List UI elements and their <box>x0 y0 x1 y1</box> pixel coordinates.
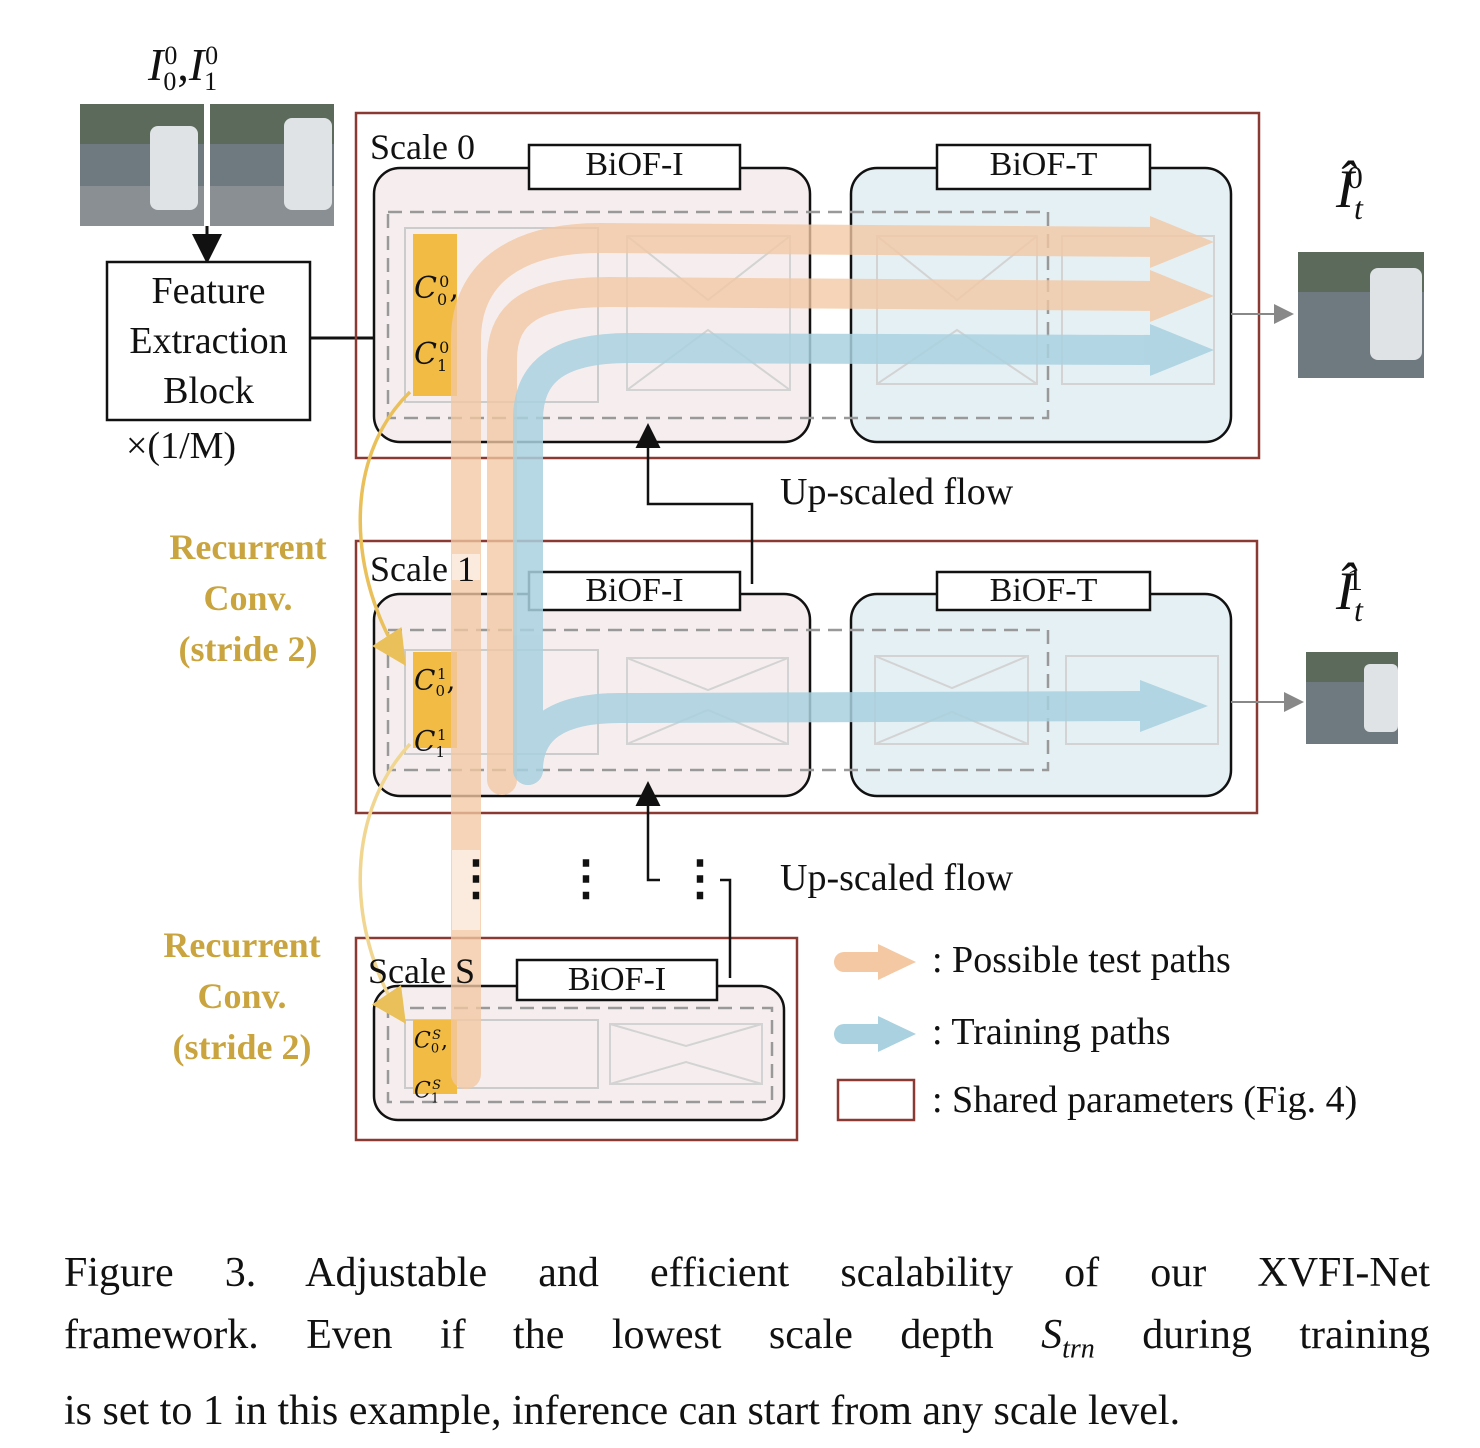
scaleS-biof-i-label: BiOF-I <box>567 961 667 998</box>
legend-training-paths: : Training paths <box>932 1011 1171 1053</box>
feature-extraction-block <box>105 260 312 422</box>
scale0-shared-box <box>354 111 1261 460</box>
output-label-1: Ît1 <box>1336 561 1363 628</box>
scale0-c-label: C00, C10 <box>414 271 459 375</box>
ellipsis-3: ⋮ <box>676 852 724 905</box>
scale1-biof-i-label: BiOF-I <box>585 572 684 609</box>
scaleS-title: Scale S <box>368 951 475 991</box>
training-paths <box>513 324 1214 785</box>
figure: I00,I10 Feature Extraction Block ×(1/M) … <box>80 39 1424 1142</box>
upscaled-flow-arrow-2 <box>648 786 732 978</box>
recurrent-arrow-1 <box>358 390 412 666</box>
recurrent-arrow-2 <box>358 742 412 1024</box>
scaleS-c-label: C0S, C1S <box>414 1028 449 1107</box>
upscaled-flow-label-1: Up-scaled flow <box>780 471 1014 513</box>
test-paths <box>451 216 1214 1089</box>
scaleS-features <box>413 1020 457 1094</box>
input-label: I00,I10 <box>148 39 219 97</box>
feature-extraction-label: Feature Extraction Block <box>129 270 288 412</box>
upscaled-flow-label-2: Up-scaled flow <box>780 857 1014 899</box>
legend <box>834 944 916 1122</box>
figure-caption: Figure 3. Adjustable and efficient scala… <box>64 1242 1430 1442</box>
output-frame-1 <box>1306 652 1398 744</box>
ellipsis-1: ⋮ <box>452 852 500 905</box>
caption-line-2: framework. Even if the lowest scale dept… <box>64 1312 1431 1365</box>
scale1-title: Scale 1 <box>370 549 475 589</box>
legend-test-paths: : Possible test paths <box>932 939 1231 981</box>
scale1-c-label: C01, C11 <box>414 663 456 761</box>
scale0-biof-t-label: BiOF-T <box>989 146 1098 183</box>
scale1-features <box>413 652 457 748</box>
output-frame-0 <box>1298 252 1424 378</box>
caption-line-1: Figure 3. Adjustable and efficient scala… <box>64 1250 1430 1296</box>
scaleS-shared-box <box>354 936 799 1142</box>
input-frames <box>80 62 334 228</box>
scale0-biof-i-label: BiOF-I <box>585 146 684 183</box>
ellipsis-2: ⋮ <box>562 852 610 905</box>
legend-shared-parameters: : Shared parameters (Fig. 4) <box>932 1079 1358 1121</box>
upscaled-flow-arrow-1 <box>635 423 754 584</box>
diagram-svg <box>80 62 1424 1142</box>
scale-factor-label: ×(1/M) <box>126 425 237 467</box>
scale0-title: Scale 0 <box>370 127 475 167</box>
scale0-features <box>413 234 457 396</box>
output-label-0: Ît0 <box>1336 159 1363 226</box>
scale1-shared-box <box>354 539 1259 815</box>
scale1-biof-t-label: BiOF-T <box>989 572 1098 609</box>
caption-line-3: is set to 1 in this example, inference c… <box>64 1388 1181 1435</box>
